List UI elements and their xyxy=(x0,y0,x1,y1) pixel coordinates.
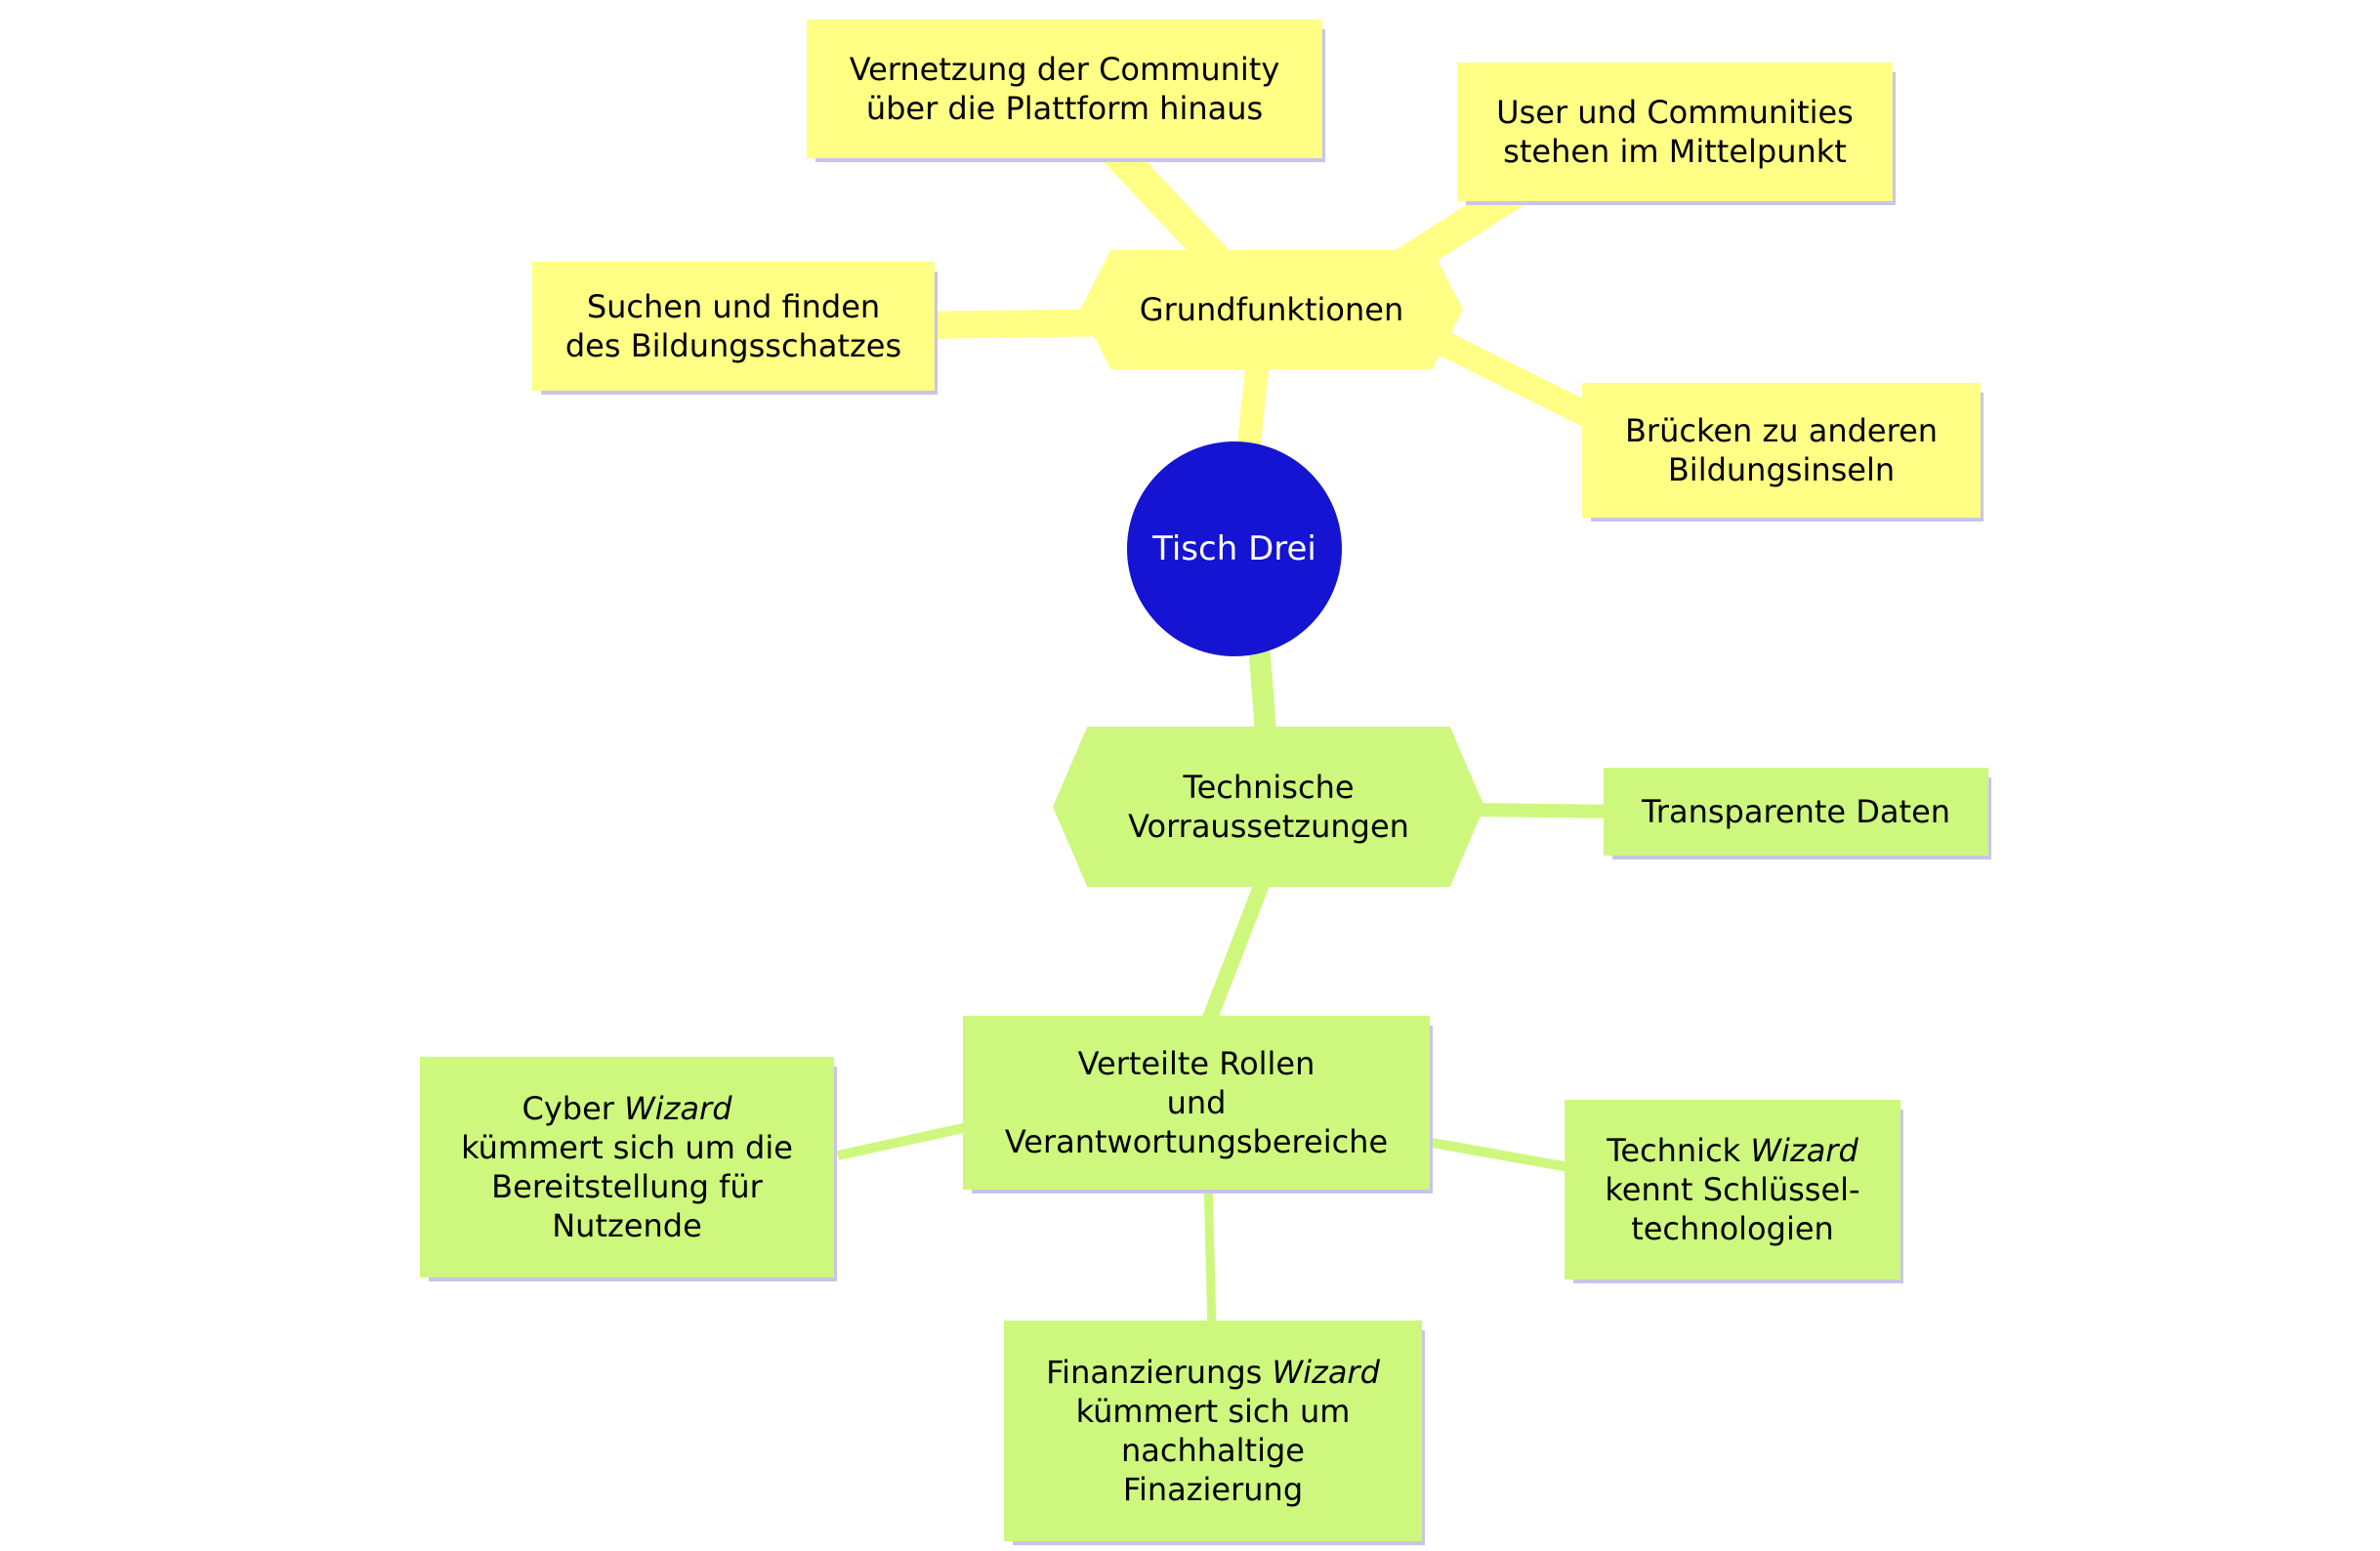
node-label: Transparente Daten xyxy=(1641,793,1951,830)
connector-technische-verteilte xyxy=(1195,871,1274,1038)
node-user-und-communities[interactable]: User und Communities stehen im Mittelpun… xyxy=(1457,63,1893,201)
node-label: des Bildungsschatzes xyxy=(564,327,902,364)
node-suchen-und-finden[interactable]: Suchen und finden des Bildungsschatzes xyxy=(532,262,935,391)
node-label: kennt Schlüssel- xyxy=(1605,1171,1860,1208)
node-label-italic: Wizard xyxy=(1750,1132,1858,1169)
node-label: Brücken zu anderen xyxy=(1624,412,1939,449)
node-label-italic: Wizard xyxy=(624,1090,732,1127)
node-label: Verteilte Rollen xyxy=(1077,1045,1315,1082)
node-label: Finazierung xyxy=(1122,1471,1304,1508)
node-label: Grundfunktionen xyxy=(1139,291,1404,328)
node-label: technologien xyxy=(1631,1210,1834,1247)
connector-verteilte-cyber xyxy=(836,1120,979,1160)
node-technische-vorraussetzungen[interactable]: Technische Vorraussetzungen xyxy=(1053,727,1484,887)
connector-verteilte-finanzierungs xyxy=(1203,1181,1217,1331)
node-label: nachhaltige xyxy=(1121,1432,1305,1469)
node-root-tisch-drei[interactable]: Tisch Drei xyxy=(1127,441,1342,656)
connector-technische-transparente xyxy=(1464,803,1624,818)
node-cyber-wizard[interactable]: Cyber Wizard kümmert sich um die Bereits… xyxy=(420,1057,834,1278)
node-label: Technische xyxy=(1183,769,1355,806)
node-label-prefix: Technick xyxy=(1607,1132,1751,1169)
node-label: Technick Wizard xyxy=(1607,1131,1858,1170)
node-label: über die Plattform hinaus xyxy=(865,90,1264,127)
node-label: Cyber Wizard xyxy=(522,1089,731,1128)
node-finanzierungs-wizard[interactable]: Finanzierungs Wizard kümmert sich um nac… xyxy=(1004,1320,1422,1541)
node-bruecken-zu-anderen[interactable]: Brücken zu anderen Bildungsinseln xyxy=(1582,383,1981,518)
node-label-prefix: Finanzierungs xyxy=(1046,1354,1273,1391)
node-label: kümmert sich um xyxy=(1075,1393,1351,1430)
node-label: Vernetzung der Community xyxy=(849,51,1280,88)
node-vernetzung-der-community[interactable]: Vernetzung der Community über die Plattf… xyxy=(807,20,1322,158)
node-label: Finanzierungs Wizard xyxy=(1046,1353,1380,1392)
node-transparente-daten[interactable]: Transparente Daten xyxy=(1604,768,1988,856)
node-label: und xyxy=(1166,1084,1227,1121)
node-label: User und Communities xyxy=(1496,94,1854,131)
node-label-italic: Wizard xyxy=(1272,1354,1380,1391)
node-label-prefix: Cyber xyxy=(522,1090,625,1127)
node-label: Suchen und finden xyxy=(586,288,881,325)
node-label: Bereitstellung für xyxy=(491,1168,763,1205)
node-label: Verantwortungsbereiche xyxy=(1004,1123,1389,1160)
node-verteilte-rollen[interactable]: Verteilte Rollen und Verantwortungsberei… xyxy=(963,1016,1430,1190)
node-label: stehen im Mittelpunkt xyxy=(1503,133,1847,170)
node-technick-wizard[interactable]: Technick Wizard kennt Schlüssel- technol… xyxy=(1565,1100,1900,1279)
root-label: Tisch Drei xyxy=(1152,528,1316,568)
node-label: kümmert sich um die xyxy=(461,1129,793,1166)
node-grundfunktionen[interactable]: Grundfunktionen xyxy=(1080,250,1463,369)
node-label: Bildungsinseln xyxy=(1667,451,1896,488)
connector-verteilte-technick xyxy=(1420,1136,1575,1173)
node-label: Vorraussetzungen xyxy=(1128,808,1409,845)
node-label: Nutzende xyxy=(552,1207,702,1244)
